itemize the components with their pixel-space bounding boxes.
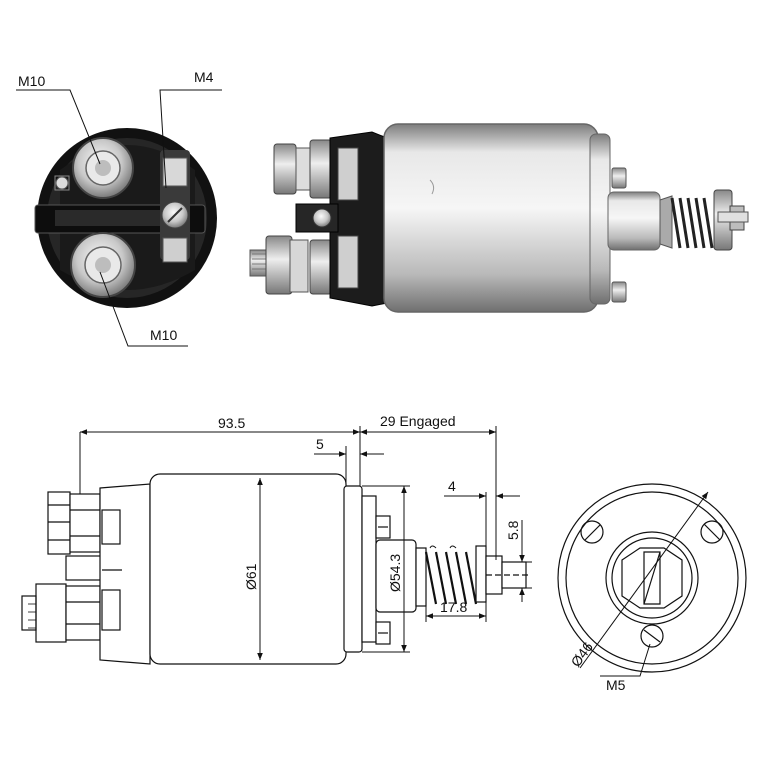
label-m5: M5	[606, 677, 626, 693]
dim-flange-diameter: Ø54.3	[387, 554, 403, 592]
dim-body-diameter: Ø61	[243, 563, 259, 590]
label-m10-bottom: M10	[150, 327, 177, 343]
screw-icon	[580, 520, 604, 544]
label-m4: M4	[194, 69, 214, 85]
label-m10-top: M10	[18, 73, 45, 89]
screw-icon	[700, 520, 724, 544]
dimension-drawing	[21, 426, 532, 665]
terminal-end-view: M10 M4 M10	[16, 69, 222, 347]
dim-flange-offset: 5	[316, 436, 324, 452]
dim-spring-length: 17.8	[440, 599, 467, 615]
screw-icon	[640, 624, 664, 648]
solenoid-side-view	[249, 123, 749, 313]
dimension-labels: 93.5 29 Engaged 5 Ø61 Ø54.3 4 5.8 17.8	[218, 413, 521, 615]
dim-plunger-diameter: 5.8	[505, 520, 521, 540]
dim-engaged-travel: 29 Engaged	[380, 413, 456, 429]
dim-overall-length: 93.5	[218, 415, 245, 431]
mounting-end-view	[557, 483, 747, 677]
dim-plunger-tip: 4	[448, 478, 456, 494]
